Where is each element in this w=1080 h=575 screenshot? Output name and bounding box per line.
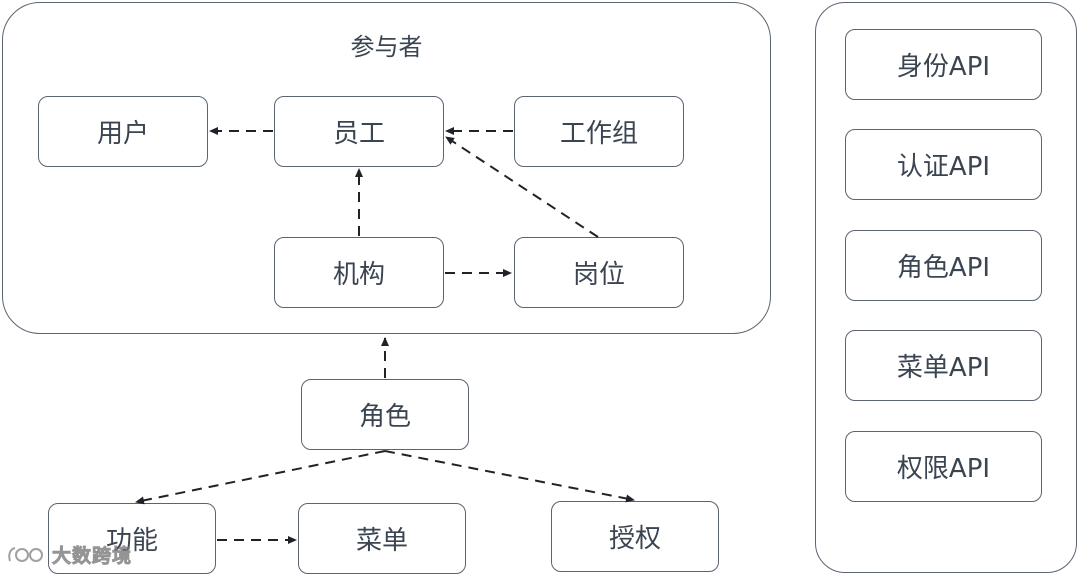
employee-node[interactable]: 员工	[274, 96, 444, 167]
workgroup-node[interactable]: 工作组	[514, 96, 684, 167]
edge-role-to-authorization	[384, 450, 635, 503]
function-node[interactable]: 功能	[48, 503, 216, 574]
api-auth-node[interactable]: 认证API	[845, 129, 1042, 200]
watermark-text: 大数跨境	[52, 545, 133, 568]
api-role-node[interactable]: 角色API	[845, 230, 1042, 301]
role-node[interactable]: 角色	[301, 379, 469, 450]
menu-node[interactable]: 菜单	[298, 503, 466, 574]
edge-role-to-function	[135, 450, 386, 505]
watermark-logo-icon	[8, 546, 43, 562]
api-identity-node[interactable]: 身份API	[845, 29, 1042, 100]
api-menu-node[interactable]: 菜单API	[845, 330, 1042, 401]
authorization-node[interactable]: 授权	[551, 501, 719, 572]
user-node[interactable]: 用户	[38, 96, 208, 167]
organization-node[interactable]: 机构	[274, 237, 444, 308]
watermark: 大数跨境	[6, 541, 132, 568]
position-node[interactable]: 岗位	[514, 237, 684, 308]
api-permission-node[interactable]: 权限API	[845, 431, 1042, 502]
participants-group-title: 参与者	[350, 33, 423, 61]
